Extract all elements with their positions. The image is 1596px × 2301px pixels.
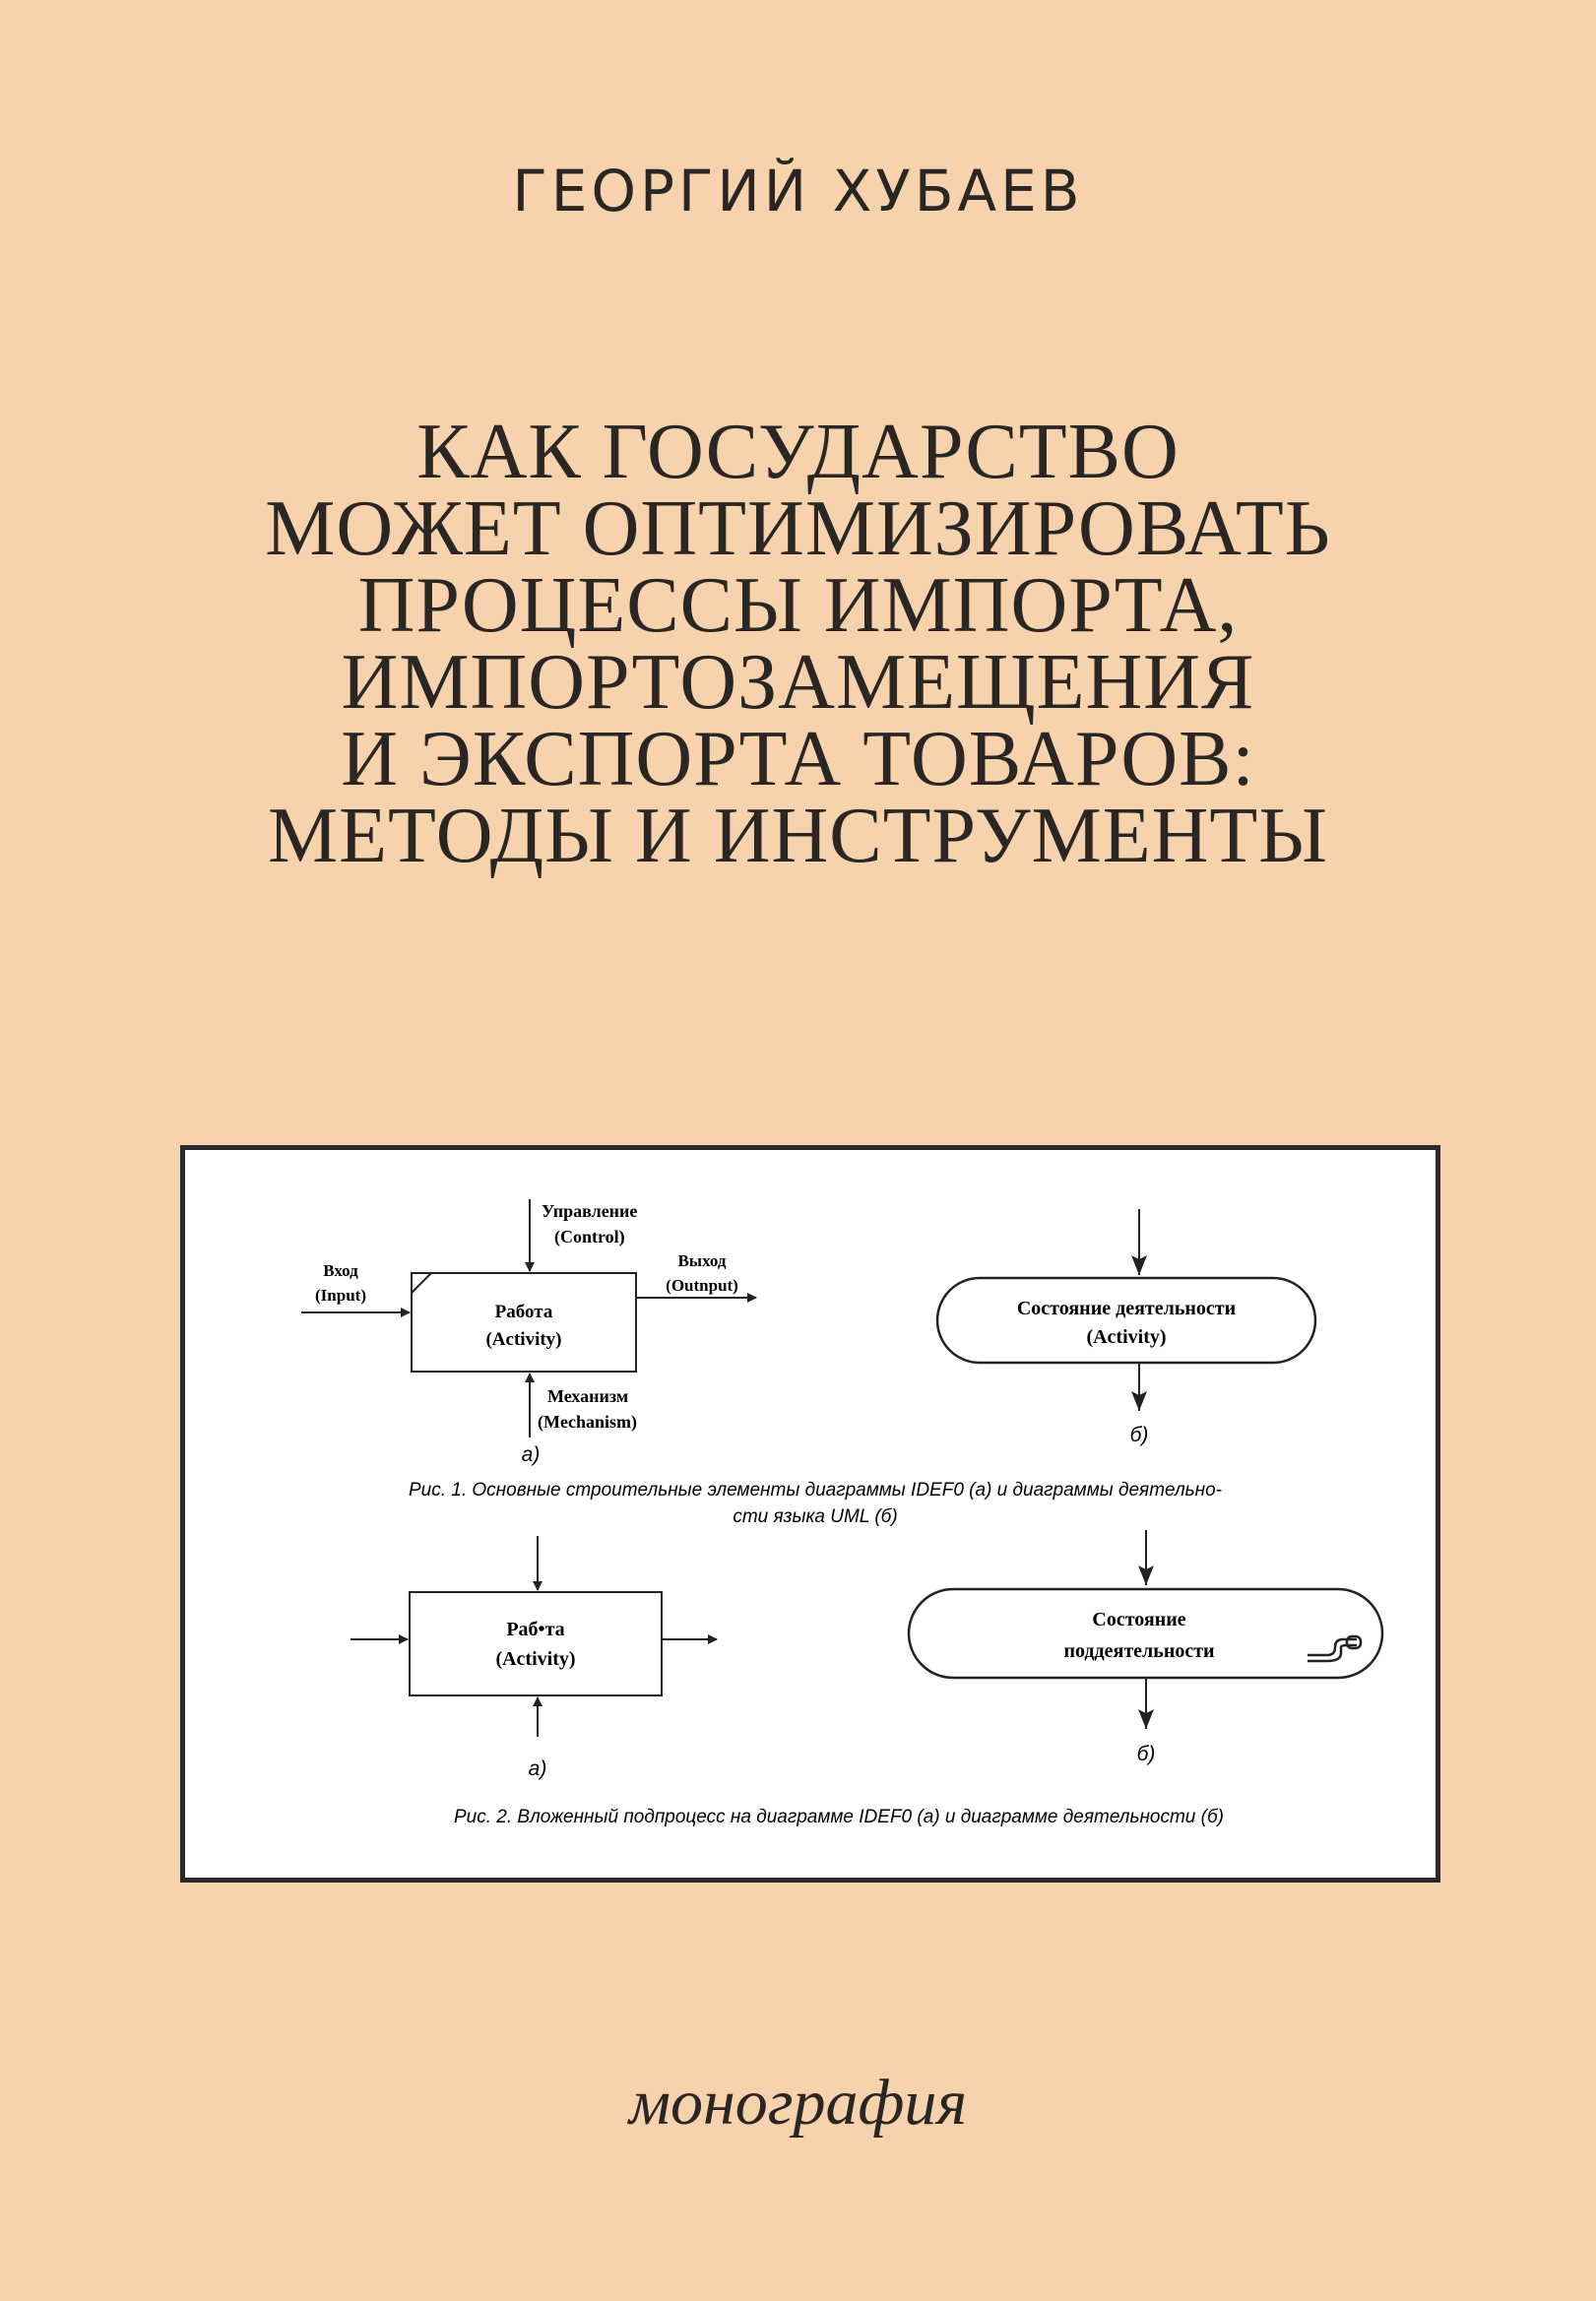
diagram-svg: Работа (Activity) Управление (Control) В…: [301, 1199, 1384, 1827]
fig1-output-sub: (Outnput): [666, 1276, 738, 1295]
title-line: МЕТОДЫ И ИНСТРУМЕНТЫ: [267, 793, 1329, 879]
fig1-control-label: Управление: [542, 1201, 637, 1221]
fig2b-state-label: Состояние: [1092, 1609, 1185, 1630]
author-name: ГЕОРГИЙ ХУБАЕВ: [512, 158, 1084, 224]
title-line: ИМПОРТОЗАМЕЩЕНИЯ: [341, 639, 1255, 726]
fig1b-label-b: б): [1130, 1424, 1149, 1446]
fig2-activity-sub: (Activity): [495, 1648, 575, 1670]
fig1-activity-label: Работа: [495, 1302, 553, 1322]
fig1-output-label: Выход: [677, 1251, 726, 1270]
fig2b-state-box: [907, 1587, 1384, 1680]
fig2-activity-box: [409, 1591, 663, 1696]
fig2b-label-b: б): [1137, 1743, 1156, 1765]
fig1b-state-label: Состояние деятельности: [1017, 1298, 1236, 1319]
fig1-label-a: а): [522, 1443, 541, 1466]
title-line: КАК ГОСУДАРСТВО: [416, 409, 1180, 495]
fig1-caption-2: сти языка UML (б): [733, 1506, 897, 1527]
fig2-label-a: а): [529, 1758, 547, 1780]
fig1-activity-sub: (Activity): [485, 1329, 561, 1350]
fig1b-state-box: [935, 1276, 1317, 1365]
genre-label: монография: [628, 2067, 968, 2139]
fig1-input-label: Вход: [323, 1261, 358, 1280]
fig1b-state-sub: (Activity): [1086, 1326, 1166, 1348]
title-line: МОЖЕТ ОПТИМИЗИРОВАТЬ: [265, 485, 1331, 572]
fig2-activity-label: Раб•та: [506, 1619, 564, 1640]
title-line: ПРОЦЕССЫ ИМПОРТА,: [357, 562, 1239, 649]
fig1-mechanism-label: Механизм: [547, 1386, 628, 1406]
title-line: И ЭКСПОРТА ТОВАРОВ:: [341, 716, 1255, 802]
fig1-activity-box: [411, 1272, 637, 1373]
fig1-mechanism-sub: (Mechanism): [538, 1412, 637, 1433]
book-title: КАК ГОСУДАРСТВО МОЖЕТ ОПТИМИЗИРОВАТЬ ПРО…: [148, 409, 1448, 879]
fig1-caption: Рис. 1. Основные строительные элементы д…: [409, 1480, 1222, 1501]
subactivity-icon: [1308, 1634, 1363, 1663]
fig1-corner-mark: [411, 1272, 432, 1294]
fig1-control-sub: (Control): [554, 1227, 625, 1247]
diagram-figure: Работа (Activity) Управление (Control) В…: [180, 1145, 1440, 1883]
fig2-caption: Рис. 2. Вложенный подпроцесс на диаграмм…: [454, 1807, 1224, 1827]
fig1-input-sub: (Input): [315, 1286, 366, 1305]
fig2b-state-sub: поддеятельности: [1063, 1640, 1214, 1662]
